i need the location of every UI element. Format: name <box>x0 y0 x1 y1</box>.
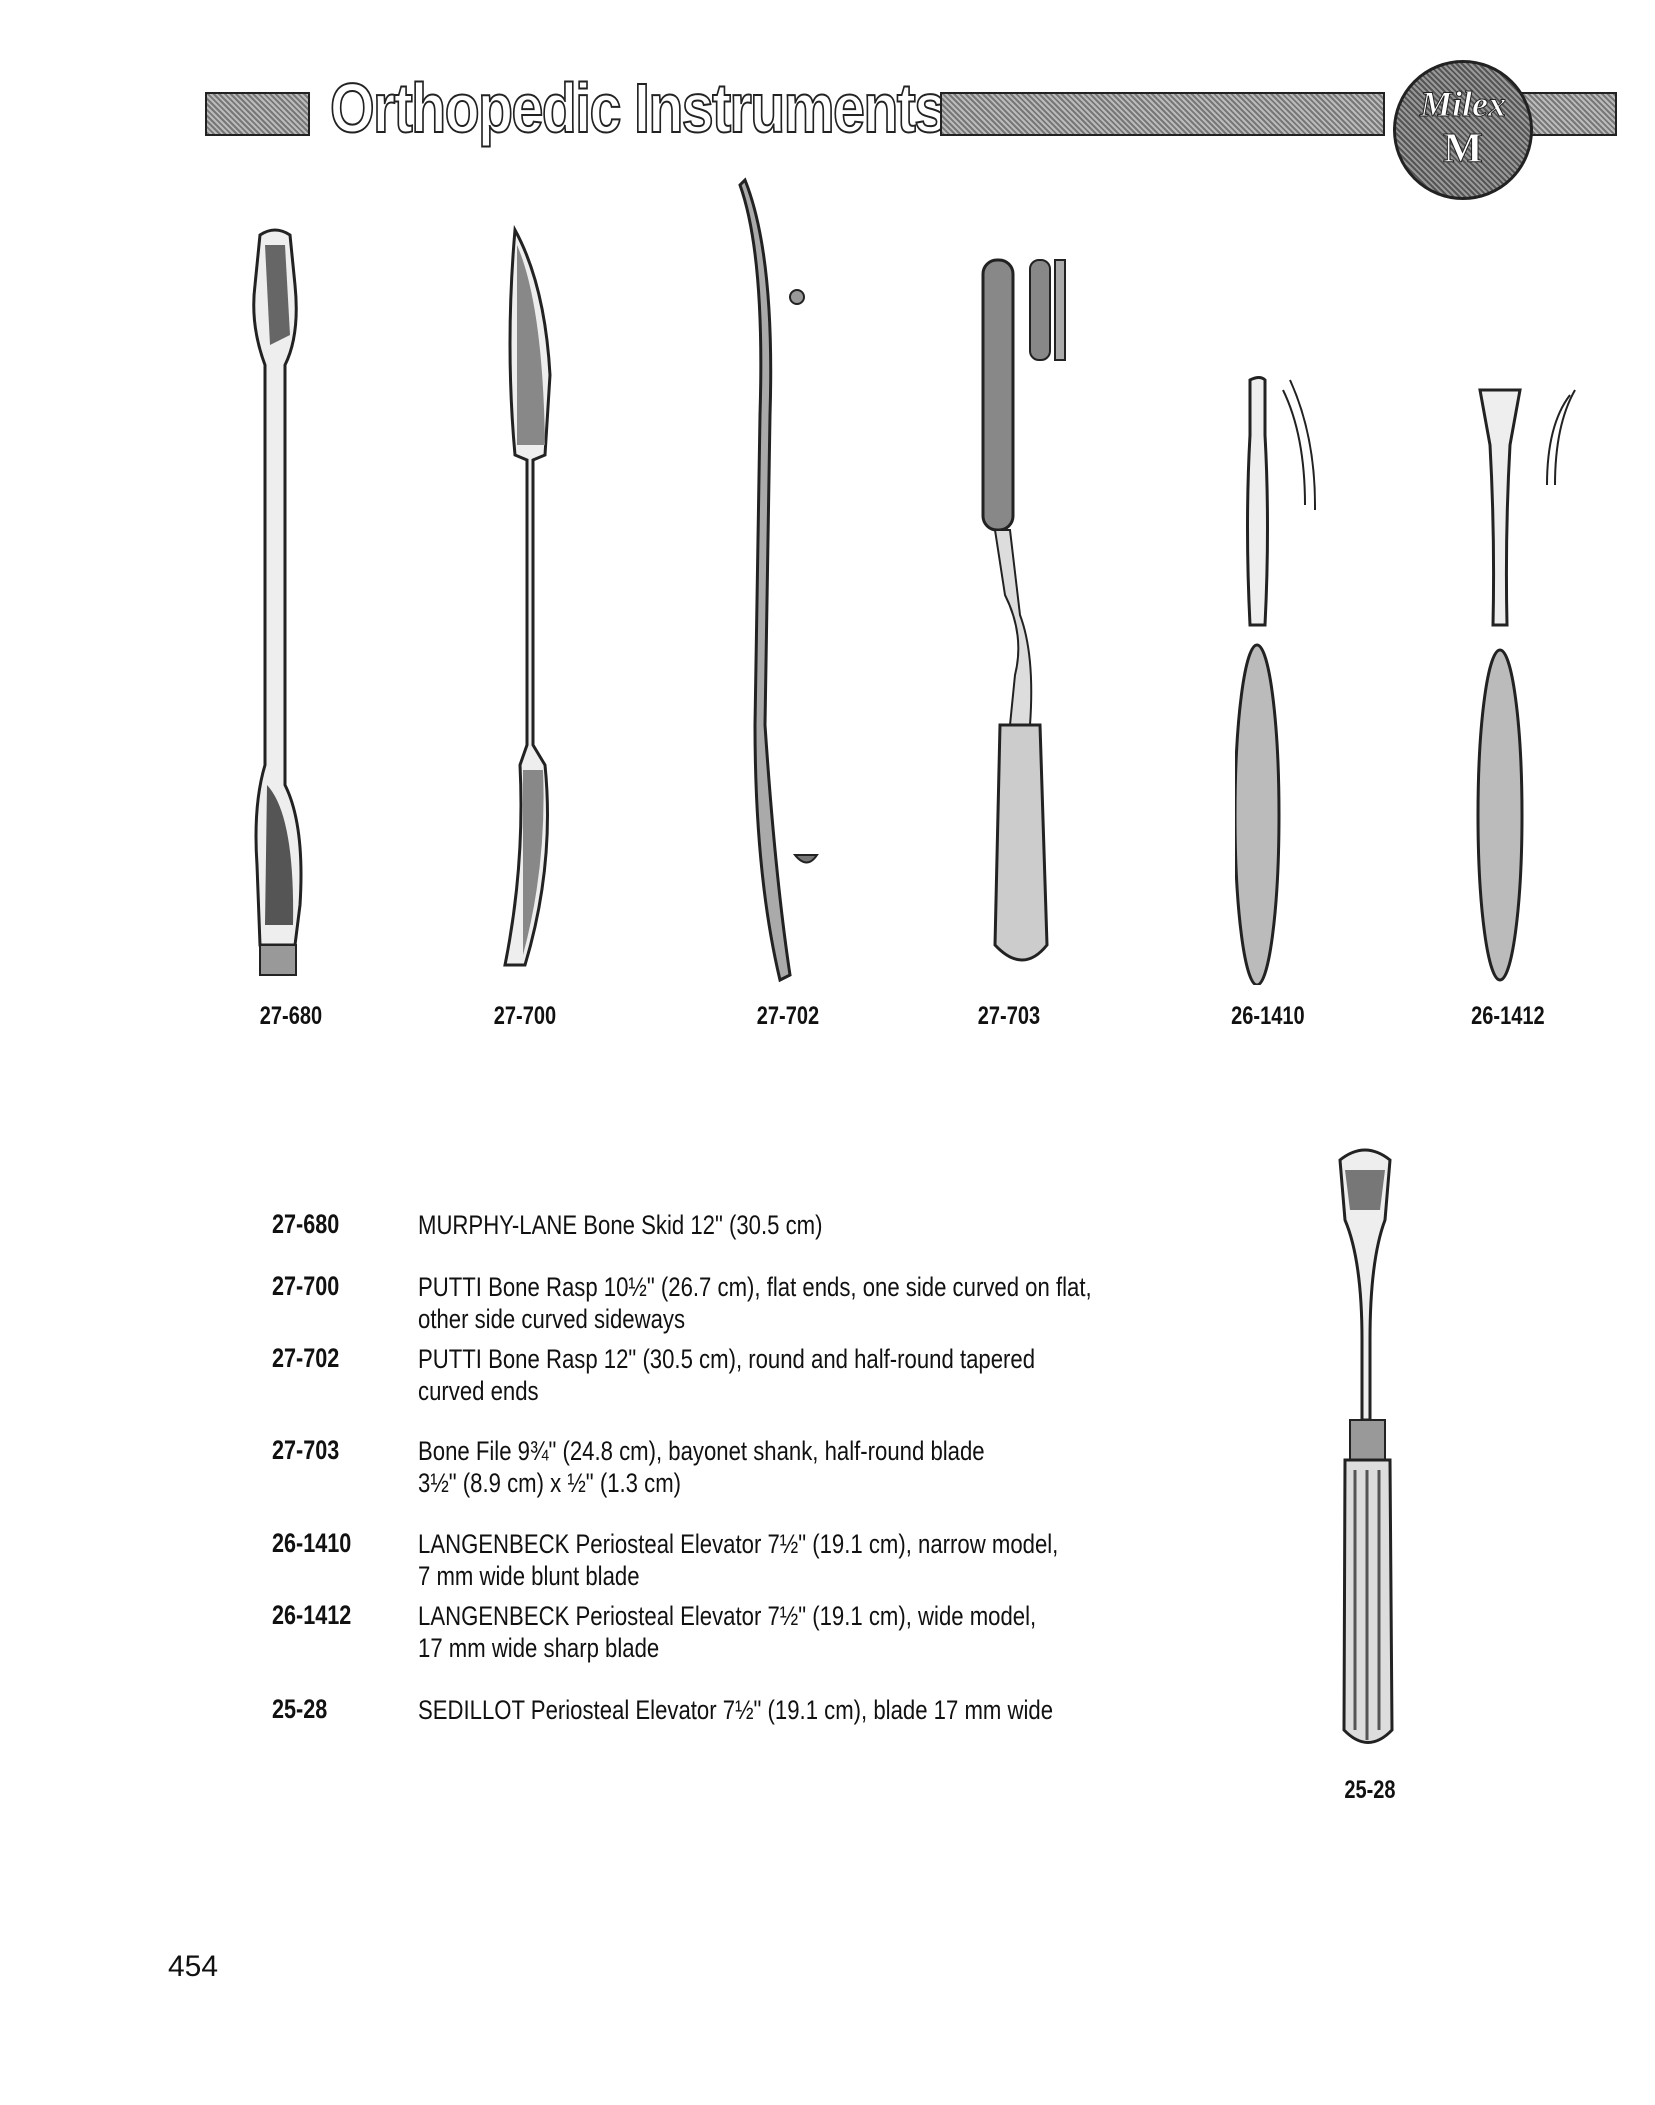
bone-skid-illustration <box>252 228 303 976</box>
item-description: PUTTI Bone Rasp 12" (30.5 cm), round and… <box>418 1343 1035 1407</box>
bone-file-illustration <box>981 258 1066 962</box>
item-code: 27-700 <box>272 1271 340 1301</box>
item-description: LANGENBECK Periosteal Elevator 7½" (19.1… <box>418 1600 1036 1664</box>
desc-line: SEDILLOT Periosteal Elevator 7½" (19.1 c… <box>418 1695 1054 1725</box>
milex-logo: Milex M <box>1393 60 1533 200</box>
header-bar-left <box>205 92 310 136</box>
desc-line: 7 mm wide blunt blade <box>418 1561 640 1591</box>
figure-label: 27-703 <box>977 1002 1041 1030</box>
desc-line: LANGENBECK Periosteal Elevator 7½" (19.1… <box>418 1601 1037 1631</box>
desc-line: LANGENBECK Periosteal Elevator 7½" (19.1… <box>418 1529 1059 1559</box>
page-title: Orthopedic Instruments <box>329 68 947 148</box>
item-code: 27-703 <box>272 1435 340 1465</box>
item-code: 27-702 <box>272 1343 340 1373</box>
langenbeck-wide-illustration <box>1476 388 1576 982</box>
item-description: LANGENBECK Periosteal Elevator 7½" (19.1… <box>418 1528 1058 1592</box>
figure-label: 25-28 <box>1344 1776 1396 1804</box>
langenbeck-narrow-illustration <box>1235 376 1316 985</box>
header-bar-right <box>1520 92 1617 136</box>
bone-rasp-round-illustration <box>738 177 819 983</box>
header-bar-middle <box>940 92 1385 136</box>
desc-line: 17 mm wide sharp blade <box>418 1633 660 1663</box>
item-description: SEDILLOT Periosteal Elevator 7½" (19.1 c… <box>418 1694 1053 1726</box>
item-code: 27-680 <box>272 1209 340 1239</box>
figure-label: 27-680 <box>259 1002 323 1030</box>
desc-line: PUTTI Bone Rasp 12" (30.5 cm), round and… <box>418 1344 1036 1374</box>
desc-line: 3½" (8.9 cm) x ½" (1.3 cm) <box>418 1468 682 1498</box>
desc-line: PUTTI Bone Rasp 10½" (26.7 cm), flat end… <box>418 1272 1092 1302</box>
bone-rasp-flat-illustration <box>503 225 552 967</box>
item-code: 26-1410 <box>272 1528 352 1558</box>
item-description: PUTTI Bone Rasp 10½" (26.7 cm), flat end… <box>418 1271 1092 1335</box>
figure-label: 27-702 <box>756 1002 820 1030</box>
item-description: Bone File 9¾" (24.8 cm), bayonet shank, … <box>418 1435 985 1499</box>
desc-line: other side curved sideways <box>418 1304 686 1334</box>
figure-label: 26-1410 <box>1231 1002 1305 1030</box>
figure-label: 26-1412 <box>1471 1002 1545 1030</box>
logo-text: Milex <box>1420 84 1507 125</box>
item-code: 25-28 <box>272 1694 328 1724</box>
desc-line: MURPHY-LANE Bone Skid 12" (30.5 cm) <box>418 1210 823 1240</box>
item-code: 26-1412 <box>272 1600 352 1630</box>
desc-line: Bone File 9¾" (24.8 cm), bayonet shank, … <box>418 1436 985 1466</box>
item-description: MURPHY-LANE Bone Skid 12" (30.5 cm) <box>418 1209 822 1241</box>
logo-monogram: M <box>1443 126 1484 173</box>
page-number: 454 <box>168 1950 219 1983</box>
desc-line: curved ends <box>418 1376 539 1406</box>
sedillot-elevator-illustration <box>1338 1148 1394 1744</box>
figure-label: 27-700 <box>493 1002 557 1030</box>
